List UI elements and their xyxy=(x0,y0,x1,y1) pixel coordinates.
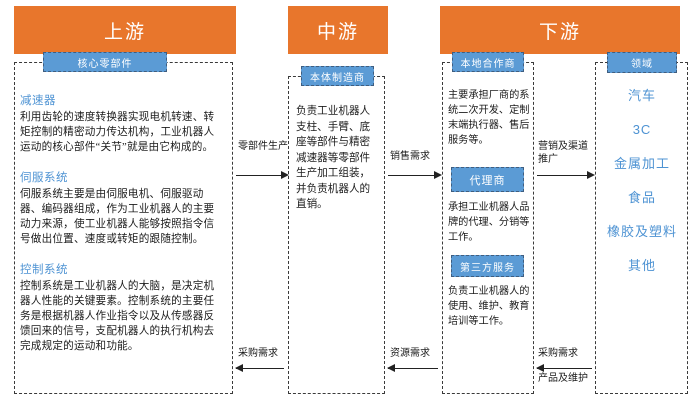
section-text: 伺服系统主要是由伺服电机、伺服驱动器、编码器组成，作为工业机器人的主要动力来源，… xyxy=(20,189,215,245)
arrow-right-icon xyxy=(434,171,442,179)
arrow-sales-demand-line xyxy=(388,175,438,176)
arrow-marketing-channel-line xyxy=(537,175,592,176)
field-item: 橡胶及塑料 xyxy=(606,224,677,239)
field-item: 汽车 xyxy=(627,88,656,103)
field-item: 其他 xyxy=(627,258,656,273)
chip-fields: 领域 xyxy=(607,52,677,73)
field-item: 3C xyxy=(632,122,652,137)
local-partner-text: 主要承担厂商的系统二次开发、定制末端执行器、售后服务等。 xyxy=(448,90,530,146)
upstream-section-reducer: 减速器 利用齿轮的速度转换器实现电机转速、转矩控制的精密动力传达机构，工业机器人… xyxy=(20,92,230,155)
upstream-section-servo: 伺服系统 伺服系统主要是由伺服电机、伺服驱动器、编码器组成，作为工业机器人的主要… xyxy=(20,169,230,247)
arrow-label-sales-demand: 销售需求 xyxy=(390,151,430,162)
arrow-right-icon xyxy=(587,171,595,179)
upstream-content: 减速器 利用齿轮的速度转换器实现电机转速、转矩控制的精密动力传达机构，工业机器人… xyxy=(20,92,230,368)
arrow-component-production-line xyxy=(236,175,284,176)
stage-header-midstream: 中游 xyxy=(288,6,388,54)
chip-third-party-service: 第三方服务 xyxy=(451,255,524,277)
upstream-panel xyxy=(14,62,233,394)
fields-panel xyxy=(595,62,688,394)
fields-list: 汽车 3C 金属加工 食品 橡胶及塑料 其他 xyxy=(596,88,688,292)
midstream-panel xyxy=(288,76,385,394)
section-text: 利用齿轮的速度转换器实现电机转速、转矩控制的精密动力传达机构，工业机器人运动的核… xyxy=(20,112,215,153)
stage-header-upstream: 上游 xyxy=(14,6,236,54)
arrow-left-icon xyxy=(387,364,395,372)
section-title: 减速器 xyxy=(20,95,56,107)
chip-core-components: 核心零部件 xyxy=(43,52,167,72)
chip-local-partner: 本地合作商 xyxy=(452,52,524,72)
third-party-text: 负责工业机器人的使用、维护、教育培训等工作。 xyxy=(448,286,530,327)
section-title: 伺服系统 xyxy=(20,172,68,184)
field-item: 金属加工 xyxy=(613,156,670,171)
arrow-label-component-production: 零部件生产 xyxy=(238,141,288,152)
arrow-procurement-demand-1-line xyxy=(236,368,284,369)
arrow-label-resource-demand: 资源需求 xyxy=(390,348,430,359)
agent-text: 承担工业机器人品牌的代理、分销等工作。 xyxy=(448,202,530,243)
field-item: 食品 xyxy=(627,190,656,205)
upstream-section-control: 控制系统 控制系统是工业机器人的大脑，是决定机器人性能的关键要素。控制系统的主要… xyxy=(20,261,230,354)
arrow-right-icon xyxy=(281,171,289,179)
arrow-label-product-maintenance: 产品及维护 xyxy=(538,373,588,384)
local-partner-panel xyxy=(442,62,534,394)
arrow-label-marketing-channel: 营销及渠道推广 xyxy=(538,141,588,165)
arrow-left-icon xyxy=(536,364,544,372)
stage-header-downstream: 下游 xyxy=(440,6,680,54)
arrow-left-icon xyxy=(235,364,243,372)
section-text: 控制系统是工业机器人的大脑，是决定机器人性能的关键要素。控制系统的主要任务是根据… xyxy=(20,281,215,352)
arrow-label-procurement-demand-1: 采购需求 xyxy=(238,348,278,359)
chip-body-manufacturer: 本体制造商 xyxy=(301,66,374,86)
section-title: 控制系统 xyxy=(20,264,68,276)
arrow-procurement-demand-2-line xyxy=(537,368,592,369)
chip-agent: 代理商 xyxy=(451,167,524,192)
midstream-content: 负责工业机器人支柱、手臂、底座等部件与精密减速器等零部件生产加工组装，并负责机器… xyxy=(296,106,371,210)
arrow-label-procurement-demand-2: 采购需求 xyxy=(538,348,578,359)
arrow-resource-demand-line xyxy=(388,368,438,369)
